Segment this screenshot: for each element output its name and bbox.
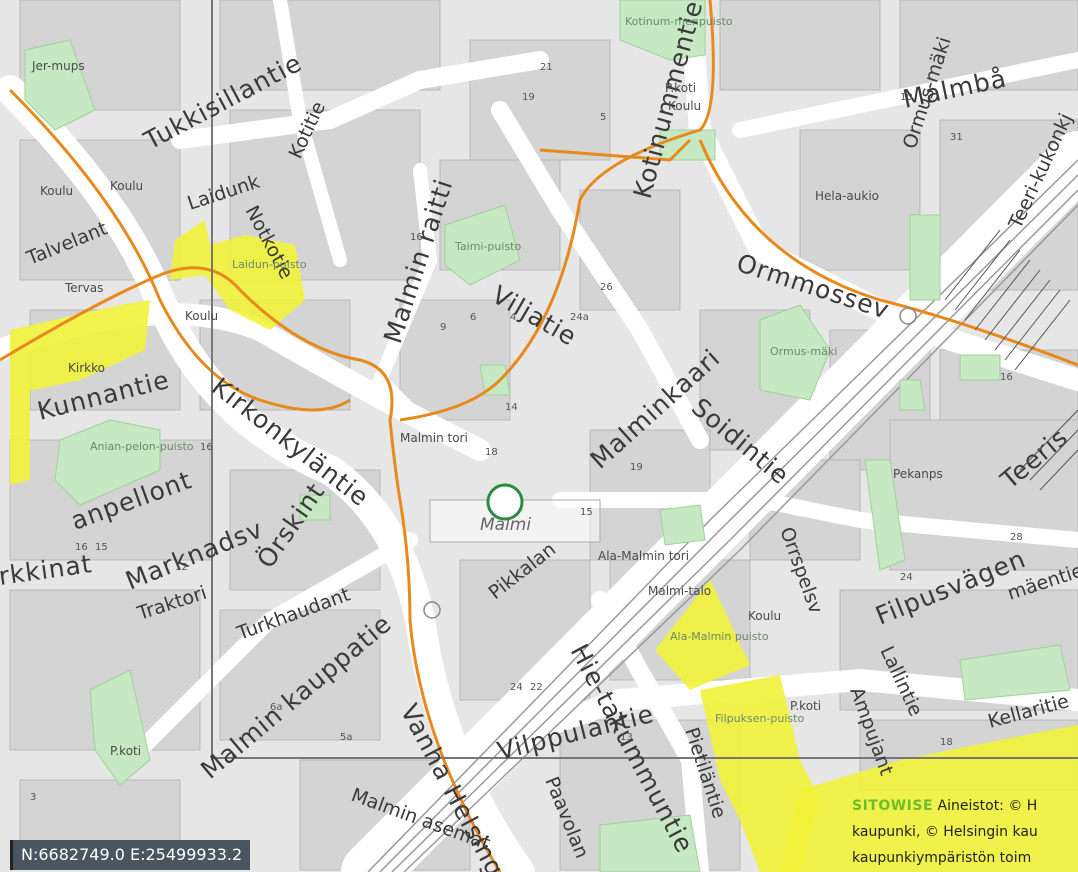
- svg-text:24: 24: [510, 682, 523, 693]
- place-label: P.koti: [790, 699, 821, 713]
- svg-text:24a: 24a: [570, 312, 589, 323]
- svg-text:31: 31: [950, 132, 963, 143]
- svg-text:12: 12: [175, 562, 188, 573]
- place-label: Ala-Malmin tori: [598, 549, 689, 563]
- svg-text:16: 16: [410, 232, 423, 243]
- svg-text:18: 18: [940, 737, 953, 748]
- svg-text:28: 28: [1010, 532, 1023, 543]
- attribution-text: Aineistot: © H: [933, 798, 1038, 814]
- svg-text:19: 19: [630, 462, 643, 473]
- svg-text:6: 6: [470, 312, 476, 323]
- station-marker[interactable]: Malmi: [429, 483, 601, 543]
- parks: [24, 0, 1071, 872]
- svg-text:13: 13: [620, 732, 633, 743]
- svg-text:16: 16: [200, 442, 213, 453]
- place-label: P.koti: [665, 81, 696, 95]
- station-label: Malmi: [480, 515, 531, 535]
- place-label: Kirkko: [68, 361, 105, 375]
- svg-text:9: 9: [440, 322, 446, 333]
- coordinate-readout: N:6682749.0 E:25499933.2: [10, 840, 251, 870]
- grid-overlay: [211, 0, 1078, 760]
- park-label: Laidun-puisto: [232, 258, 307, 271]
- svg-text:15: 15: [95, 542, 108, 553]
- attribution-line-1: SITOWISE Aineistot: © H: [852, 793, 1078, 819]
- place-label: Koulu: [185, 309, 218, 323]
- svg-text:10: 10: [900, 92, 913, 103]
- place-label: Koulu: [110, 179, 143, 193]
- svg-text:5a: 5a: [340, 732, 353, 743]
- svg-text:16: 16: [75, 542, 88, 553]
- place-label: Hela-aukio: [815, 189, 879, 203]
- park-label: Filpuksen-puisto: [715, 712, 804, 725]
- svg-text:5: 5: [600, 112, 606, 123]
- hatched-area: [944, 229, 1078, 491]
- sitowise-logo: SITOWISE: [852, 798, 934, 814]
- svg-text:6a: 6a: [270, 702, 283, 713]
- svg-text:26: 26: [600, 282, 613, 293]
- map-attribution: SITOWISE Aineistot: © H kaupunki, © Hels…: [852, 793, 1078, 872]
- park-label: Taimi-puisto: [454, 240, 521, 253]
- place-label: Koulu: [668, 99, 701, 113]
- place-label: Tervas: [64, 281, 103, 295]
- park-label: Ala-Malmin puisto: [670, 630, 769, 643]
- svg-text:18: 18: [485, 447, 498, 458]
- svg-text:16: 16: [1000, 372, 1013, 383]
- park-label: Anian-pelon-puisto: [90, 440, 194, 453]
- place-label: Jer-mups: [31, 59, 85, 73]
- highlight-zones: [10, 220, 1078, 872]
- svg-text:19: 19: [522, 92, 535, 103]
- attribution-line-2: kaupunki, © Helsingin kau: [852, 824, 1038, 840]
- roundabout-markers: [423, 307, 917, 619]
- svg-text:24: 24: [900, 572, 913, 583]
- park-label: Ormus-mäki: [770, 345, 837, 358]
- svg-text:22: 22: [530, 682, 543, 693]
- park-label: Kotinum-menpuisto: [625, 15, 733, 28]
- svg-text:3: 3: [30, 792, 36, 803]
- house-numbers: 21 19 5 10 31 16 9 6 4 26 24a 14 18 19 1…: [30, 62, 1023, 803]
- place-label: Pekanps: [893, 467, 943, 481]
- svg-text:15: 15: [580, 507, 593, 518]
- place-label: Koulu: [40, 184, 73, 198]
- svg-text:4: 4: [510, 312, 516, 323]
- svg-text:21: 21: [540, 62, 553, 73]
- place-label: P.koti: [110, 744, 141, 758]
- place-label: Koulu: [748, 609, 781, 623]
- place-label: Malmin tori: [400, 431, 468, 445]
- svg-text:14: 14: [505, 402, 518, 413]
- attribution-line-3: kaupunkiympäristön toim: [852, 850, 1032, 866]
- station-circle-icon[interactable]: [486, 483, 524, 521]
- place-label: Malmi-talo: [648, 584, 711, 598]
